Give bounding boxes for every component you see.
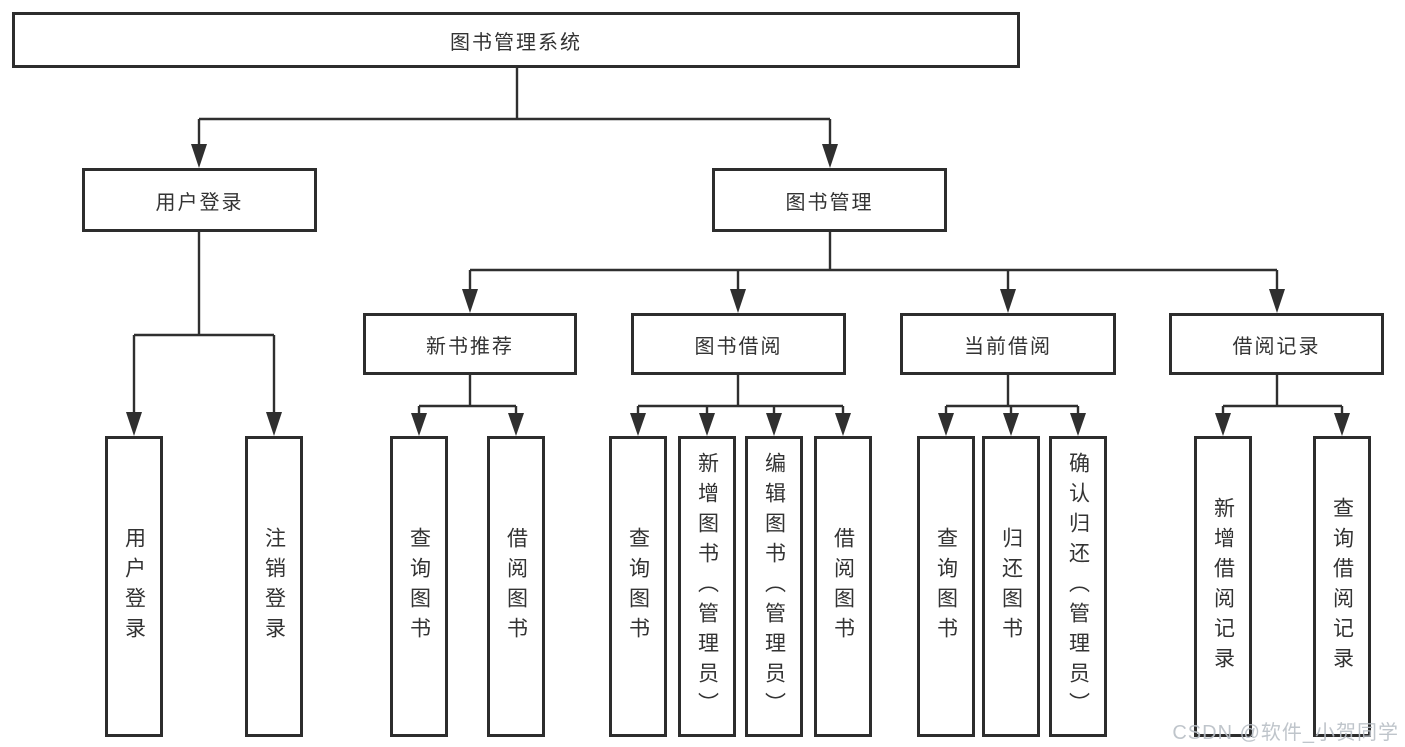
node-label: 图书管理 bbox=[785, 191, 874, 214]
leaf-label: 查询图书 bbox=[934, 526, 958, 647]
leaf-records-add: 新增借阅记录 bbox=[1194, 436, 1252, 737]
connector-current-borrowing-to-leaves bbox=[938, 375, 1086, 436]
leaf-label: 查询图书 bbox=[626, 526, 650, 647]
leaf-label: 查询图书 bbox=[407, 526, 431, 647]
node-label: 新书推荐 bbox=[426, 335, 514, 358]
leaf-current-return-books: 归还图书 bbox=[982, 436, 1040, 737]
leaf-recommend-query-books: 查询图书 bbox=[390, 436, 448, 737]
leaf-borrowing-query-books: 查询图书 bbox=[609, 436, 667, 737]
node-book-management: 图书管理 bbox=[712, 168, 947, 232]
csdn-watermark: CSDN @软件_小贺同学 bbox=[1172, 722, 1399, 744]
leaf-label: 注销登录 bbox=[262, 526, 286, 647]
connector-borrow-records-to-leaves bbox=[1215, 375, 1350, 436]
node-borrow-records: 借阅记录 bbox=[1169, 313, 1384, 375]
leaf-borrowing-edit-books-admin: 编辑图书（管理员） bbox=[745, 436, 803, 737]
node-current-borrowing: 当前借阅 bbox=[900, 313, 1116, 375]
node-library-management-system: 图书管理系统 bbox=[12, 12, 1020, 68]
leaf-label: 确认归还（管理员） bbox=[1066, 451, 1090, 722]
leaf-records-query: 查询借阅记录 bbox=[1313, 436, 1371, 737]
node-new-book-recommend: 新书推荐 bbox=[363, 313, 577, 375]
leaf-label: 新增借阅记录 bbox=[1211, 496, 1235, 677]
node-label: 图书管理系统 bbox=[450, 31, 582, 54]
leaf-label: 查询借阅记录 bbox=[1330, 496, 1354, 677]
leaf-current-confirm-return-admin: 确认归还（管理员） bbox=[1049, 436, 1107, 737]
leaf-label: 借阅图书 bbox=[831, 526, 855, 647]
connector-new-book-recommend-to-leaves bbox=[411, 375, 524, 436]
leaf-borrowing-add-books-admin: 新增图书（管理员） bbox=[678, 436, 736, 737]
node-label: 当前借阅 bbox=[964, 335, 1052, 358]
leaf-label: 用户登录 bbox=[122, 526, 146, 647]
node-user-login: 用户登录 bbox=[82, 168, 317, 232]
leaf-current-query-books: 查询图书 bbox=[917, 436, 975, 737]
leaf-borrowing-borrow-books: 借阅图书 bbox=[814, 436, 872, 737]
node-label: 用户登录 bbox=[155, 191, 244, 214]
leaf-logout: 注销登录 bbox=[245, 436, 303, 737]
connector-book-management-to-level3 bbox=[462, 232, 1285, 313]
connector-root-to-level2 bbox=[191, 68, 838, 168]
leaf-label: 新增图书（管理员） bbox=[695, 451, 719, 722]
node-book-borrowing: 图书借阅 bbox=[631, 313, 846, 375]
leaf-label: 编辑图书（管理员） bbox=[762, 451, 786, 722]
connector-user-login-to-leaves bbox=[126, 232, 282, 436]
leaf-recommend-borrow-books: 借阅图书 bbox=[487, 436, 545, 737]
node-label: 图书借阅 bbox=[694, 335, 783, 358]
node-label: 借阅记录 bbox=[1232, 335, 1321, 358]
leaf-user-login: 用户登录 bbox=[105, 436, 163, 737]
connector-book-borrowing-to-leaves bbox=[630, 375, 851, 436]
leaf-label: 归还图书 bbox=[999, 526, 1023, 647]
leaf-label: 借阅图书 bbox=[504, 526, 528, 647]
